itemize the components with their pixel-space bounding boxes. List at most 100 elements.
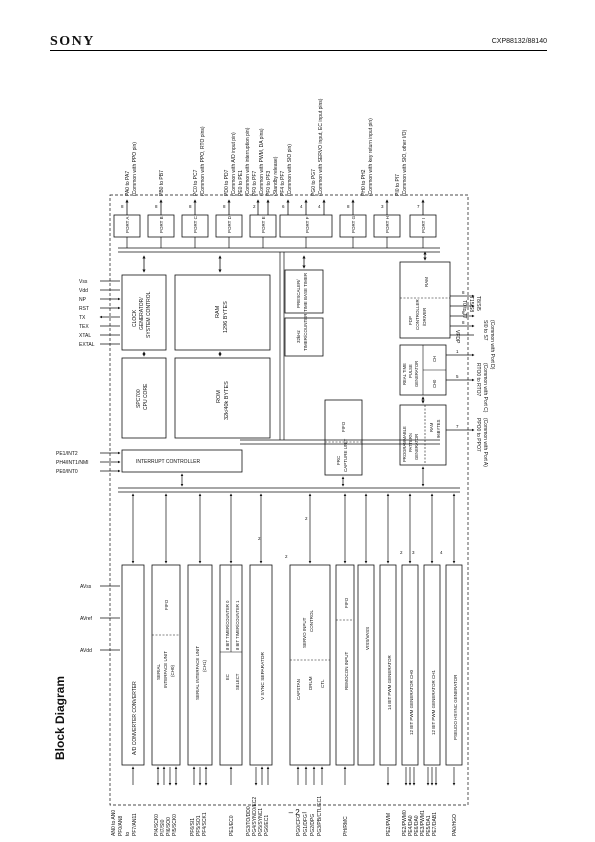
frc-box	[324, 399, 363, 476]
timer0-label: 8 BIT TIMER/COUNTER 0	[225, 600, 230, 650]
port-c-label: PORT C	[193, 215, 198, 233]
pin-pwm12-2: PE6/DA0	[414, 815, 420, 836]
port-g-width: 8	[347, 204, 350, 209]
pwm14-box	[379, 564, 397, 766]
ram-box	[174, 274, 271, 351]
ram-line-1: RAM	[215, 305, 221, 318]
bottom-pin-texts: AN0 to AN0 PF0/AN8 to PF7/AN11 PI4/SCK0 …	[111, 796, 458, 836]
port-f-pins-1: PF0 to PF3	[266, 170, 272, 196]
ec-select-1: EC	[225, 674, 230, 680]
ppg-line-3: GENERATOR	[414, 434, 419, 460]
ppg-box	[399, 404, 447, 466]
sio0-line-1: SERIAL	[156, 663, 161, 680]
pin-adc-1: PF0/AN8	[118, 815, 124, 836]
pseudo-label: PSEUDO HSYNC GENERATOR	[453, 674, 458, 740]
pin-servo-1: PG1/DFG	[303, 814, 309, 836]
pin-servo-0: PG0/CFG	[296, 814, 302, 836]
viss-box	[357, 564, 375, 766]
rtpg-line-3: GENERATOR	[414, 361, 419, 387]
chip-outline	[109, 194, 469, 806]
pwm12-ch1-label: 12 BIT PWM GENERATOR CH1	[431, 669, 436, 735]
cpu-line-2: CPU CORE	[143, 383, 149, 410]
timer32-box	[284, 317, 324, 357]
servo-line-1: SERVO INPUT	[302, 617, 307, 648]
servo-box	[289, 564, 331, 766]
width-mark-4: 4	[440, 550, 443, 555]
port-i-label: PORT I	[421, 218, 426, 233]
cpu-box	[121, 357, 167, 439]
rtpg-ch0: CH0	[432, 379, 437, 388]
port-g-label: PORT G	[351, 215, 356, 233]
right-pin-rto: RTO0 to RTO7	[475, 363, 481, 396]
port-pin-texts: PA0 to PA7 (Common with PPO pin) PB0 to …	[125, 98, 408, 196]
pwm14-label: 14 BIT PWM GENERATOR	[387, 654, 392, 710]
pin-sio0-3: PI5/SCK0	[172, 814, 178, 836]
pin-vsync-2: PG5/SYNC1	[258, 808, 264, 836]
right-width-0: 8	[462, 290, 465, 295]
pin-sio1-2: PF4/SCK1	[202, 812, 208, 836]
rom-line-1: ROM	[216, 390, 222, 403]
servo-capstan: CAPSTAN	[296, 679, 301, 700]
port-d-label: PORT D	[227, 215, 232, 233]
width-mark-3: 3	[412, 550, 415, 555]
servo-ctl: CTL	[320, 679, 325, 688]
right-pin-rto-sub: (Common with Port C)	[482, 363, 488, 413]
right-width-rtpg: 5	[456, 374, 459, 379]
port-f-pins-0: PF0 to PF7	[252, 170, 258, 196]
port-h-note: (Common with key return input pin)	[368, 118, 374, 196]
pin-vsync-3: PG6/EC1	[264, 815, 270, 836]
lower-connectors	[131, 466, 456, 564]
port-h-pins: PH0 to PH2	[361, 169, 367, 196]
right-pin-lines	[446, 294, 475, 432]
right-pin-t8: T8/SI5	[475, 296, 481, 311]
sony-logo: SONY	[50, 34, 95, 49]
timer1-label: 8 BIT TIMER/COUNTER 1	[235, 600, 240, 650]
pin-tex: TEX	[79, 324, 89, 330]
port-d-note: (Common with A/D input pin)	[231, 132, 237, 196]
pin-pwm12-5: PE7/DAB1	[432, 812, 438, 836]
pwm12-ch0-box	[401, 564, 419, 766]
port-row: PORT A PORT B PORT C PORT D PORT E PORT …	[113, 214, 437, 238]
timer32-line-2: TIMER/COUNTER	[303, 313, 308, 351]
upper-connectors	[142, 251, 427, 404]
prescaler-line-2: TIME BASE TIMER	[303, 272, 308, 312]
right-pin-ppo-sub: (Common with Port A)	[482, 418, 488, 467]
rtpg-line-1: REAL TIME	[402, 363, 407, 385]
pin-pseudo: PA0/HGO	[452, 814, 458, 836]
port-b-pins: PB0 to PB7	[159, 170, 165, 196]
pin-vsync-1: PG4/SYNC0/EC2	[252, 797, 258, 836]
port-f-note-2: (Common with SIO pin)	[287, 144, 293, 196]
frc-fifo: FIFO	[341, 421, 346, 432]
sio1-line-1: SERIAL INTERFACE UNIT	[195, 646, 200, 700]
viss-label: VISS/VASS	[365, 627, 370, 650]
section-title: Block Diagram	[53, 676, 67, 760]
port-h-label: PORT H	[385, 216, 390, 233]
pin-pwm12-4: PE5/DA1	[426, 815, 432, 836]
port-arrows	[125, 199, 425, 215]
port-f-pins-2: PF4 to PF7	[280, 170, 286, 196]
cpu-line-1: SPC700	[136, 389, 142, 408]
sio0-line-3: (CH0)	[170, 664, 175, 677]
servo-drum: DRUM	[308, 676, 313, 690]
right-width-6: 7	[456, 424, 459, 429]
fdp-ram: RAM	[424, 277, 429, 287]
pin-sio1-0: PF6/SI1	[190, 818, 196, 836]
right-pin-texts: SI0 to S7 (Common with Port D) T8/SI5 T1…	[454, 296, 495, 467]
internal-bus	[118, 237, 440, 445]
pin-avss: AVss	[80, 584, 92, 590]
port-f-note-1: (Standby release)	[273, 156, 279, 196]
sio0-line-2: INTERFACE UNIT	[163, 651, 168, 688]
width-mark-1: 2	[305, 516, 308, 521]
remocon-label: REMOCON INPUT	[344, 651, 349, 690]
pin-adc-0: AN0 to AN0	[111, 810, 117, 836]
ppg-ram-1: RAM	[429, 422, 434, 432]
port-f-width-1: 4	[300, 204, 303, 209]
part-number: CXP88132/88140	[491, 38, 547, 45]
port-i-width: 7	[417, 204, 420, 209]
port-i-note: (Common with SIO, other I/O)	[402, 130, 408, 196]
ec-select-2: SELECT	[235, 673, 240, 690]
adc-label: A/D CONVERTER CONVERTER	[132, 681, 138, 755]
port-h-width: 3	[381, 204, 384, 209]
intc-box	[121, 449, 243, 473]
port-e-width: 2	[253, 204, 256, 209]
